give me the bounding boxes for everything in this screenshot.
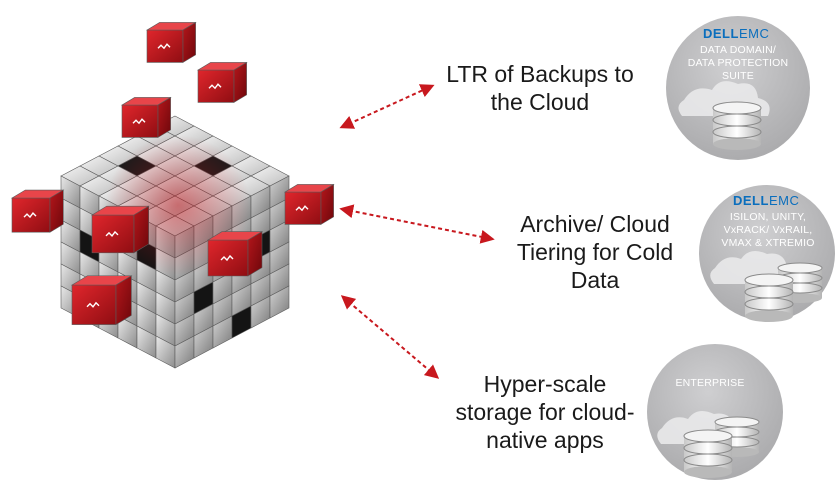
red-block-side	[233, 61, 247, 103]
caption-ltr-backups: LTR of Backups to the Cloud	[446, 61, 634, 115]
arrow-ltr-backups	[339, 84, 435, 129]
arrow-hyper-scale	[340, 295, 440, 379]
database-icon	[712, 101, 762, 150]
red-block-glyph-icon	[105, 230, 119, 237]
caption-archive-tiering: Archive/ Cloud Tiering for Cold Data	[516, 211, 674, 293]
caption-hyper-scale: Hyper-scale storage for cloud- native ap…	[455, 371, 635, 453]
circle-label-data-domain: DATA DOMAIN/ DATA PROTECTION SUITE	[687, 44, 789, 82]
dell-emc-logo: DELLEMC	[703, 26, 770, 41]
red-block-side	[157, 96, 171, 138]
database-cluster-icon	[683, 416, 760, 478]
red-block-side	[133, 205, 149, 254]
red-block-side	[320, 183, 334, 225]
arrows	[339, 84, 495, 379]
circle-label-isilon: ISILON, UNITY, VxRACK/ VxRAIL, VMAX & XT…	[721, 211, 815, 249]
red-block-glyph-icon	[157, 43, 171, 50]
red-block-glyph-icon	[86, 301, 100, 308]
red-block-glyph-icon	[23, 212, 37, 219]
arrow-archive-tiering	[339, 204, 495, 244]
red-block-glyph-icon	[132, 118, 146, 125]
cube-right-cell	[269, 285, 290, 319]
red-block-side	[49, 189, 64, 233]
circle-enterprise	[647, 344, 783, 480]
circle-label-enterprise: ENTERPRISE	[675, 377, 745, 389]
red-block-glyph-icon	[295, 205, 309, 212]
red-block-side	[115, 275, 132, 326]
red-block-side	[247, 231, 263, 277]
circle-isilon	[699, 185, 835, 322]
red-block-side	[182, 21, 196, 63]
database-cluster-icon	[744, 262, 823, 322]
circle-data-domain	[666, 16, 810, 160]
data-cube-illustration	[10, 21, 335, 369]
dell-emc-logo: DELLEMC	[733, 193, 800, 208]
red-block-glyph-icon	[220, 254, 234, 262]
red-block-glyph-icon	[208, 83, 222, 90]
